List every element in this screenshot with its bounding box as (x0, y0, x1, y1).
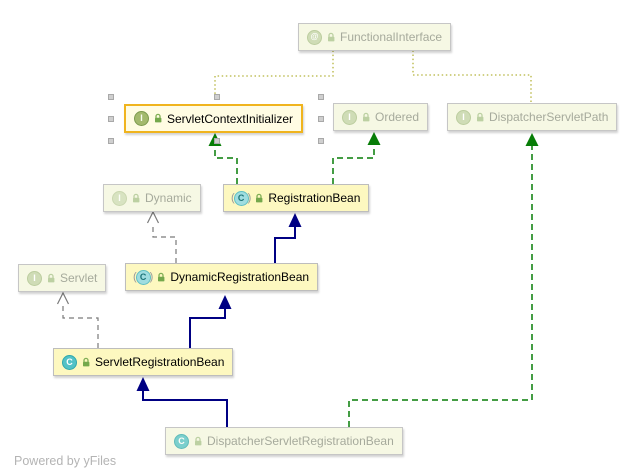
selection-handle[interactable] (214, 94, 220, 100)
selection-handle[interactable] (108, 138, 114, 144)
node-label: ServletContextInitializer (167, 111, 294, 126)
node-dispatcher-servlet-path[interactable]: I DispatcherServletPath (447, 103, 618, 131)
edge-registrationbean-implements-ordered[interactable] (332, 132, 381, 184)
powered-by-yfiles: Powered by yFiles (14, 454, 117, 468)
edge-dispatcherservletregistrationbean-implements-dispatcherservletpath[interactable] (348, 133, 539, 427)
interface-icon: I (342, 109, 357, 125)
node-label: ServletRegistrationBean (95, 355, 225, 369)
edge-servletcontextinitializer-annotated-functionalinterface[interactable] (214, 49, 334, 98)
node-servlet-registration-bean[interactable]: C ServletRegistrationBean (53, 348, 234, 376)
selection-handle[interactable] (108, 94, 114, 100)
lock-icon (256, 193, 263, 202)
lock-icon (83, 357, 90, 366)
edge-dispatcherservletpath-annotated-functionalinterface[interactable] (412, 49, 532, 102)
node-dispatcher-servlet-registration-bean[interactable]: C DispatcherServletRegistrationBean (165, 427, 403, 455)
node-label: Ordered (375, 110, 420, 124)
edge-servletregistrationbean-implements-servlet[interactable] (56, 291, 99, 348)
interface-icon: I (27, 270, 42, 286)
lock-icon (155, 113, 162, 123)
node-registration-bean[interactable]: ( C ) RegistrationBean (223, 184, 370, 212)
edge-registrationbean-implements-servletcontextinitializer[interactable] (208, 133, 238, 184)
node-functional-interface[interactable]: @ FunctionalInterface (298, 23, 452, 51)
selection-handle[interactable] (214, 138, 220, 144)
node-label: DispatcherServletRegistrationBean (207, 434, 394, 448)
lock-icon (477, 112, 484, 121)
node-ordered[interactable]: I Ordered (333, 103, 429, 131)
lock-icon (158, 272, 165, 281)
node-label: Servlet (60, 271, 98, 285)
node-label: Dynamic (145, 191, 192, 205)
abstract-class-icon: ( C ) (231, 190, 252, 206)
interface-icon: I (456, 109, 471, 125)
interface-icon: I (112, 190, 127, 206)
node-label: DispatcherServletPath (489, 110, 609, 124)
edge-servletregistrationbean-extends-dynamicregistrationbean[interactable] (189, 295, 232, 348)
node-label: FunctionalInterface (340, 30, 443, 44)
class-icon: C (174, 433, 189, 449)
annotation-icon: @ (307, 29, 322, 45)
lock-icon (328, 32, 335, 41)
lock-icon (48, 273, 55, 282)
selection-handle[interactable] (108, 116, 114, 122)
edge-dispatcherservletregistrationbean-extends-servletregistrationbean[interactable] (136, 377, 228, 427)
node-servlet[interactable]: I Servlet (18, 264, 107, 292)
node-servlet-context-initializer[interactable]: I ServletContextInitializer (124, 104, 304, 133)
selection-handle[interactable] (318, 138, 324, 144)
selection-handle[interactable] (318, 94, 324, 100)
edge-dynamicregistrationbean-implements-dynamic[interactable] (146, 210, 177, 263)
node-label: RegistrationBean (268, 191, 361, 205)
node-label: DynamicRegistrationBean (170, 270, 310, 284)
node-dynamic[interactable]: I Dynamic (103, 184, 201, 212)
node-dynamic-registration-bean[interactable]: ( C ) DynamicRegistrationBean (125, 263, 319, 291)
selection-handle[interactable] (318, 116, 324, 122)
interface-icon: I (134, 111, 149, 126)
lock-icon (195, 436, 202, 445)
abstract-class-icon: ( C ) (133, 269, 154, 285)
lock-icon (363, 112, 370, 121)
edge-dynamicregistrationbean-extends-registrationbean[interactable] (274, 213, 302, 263)
class-icon: C (62, 354, 77, 370)
lock-icon (133, 193, 140, 202)
